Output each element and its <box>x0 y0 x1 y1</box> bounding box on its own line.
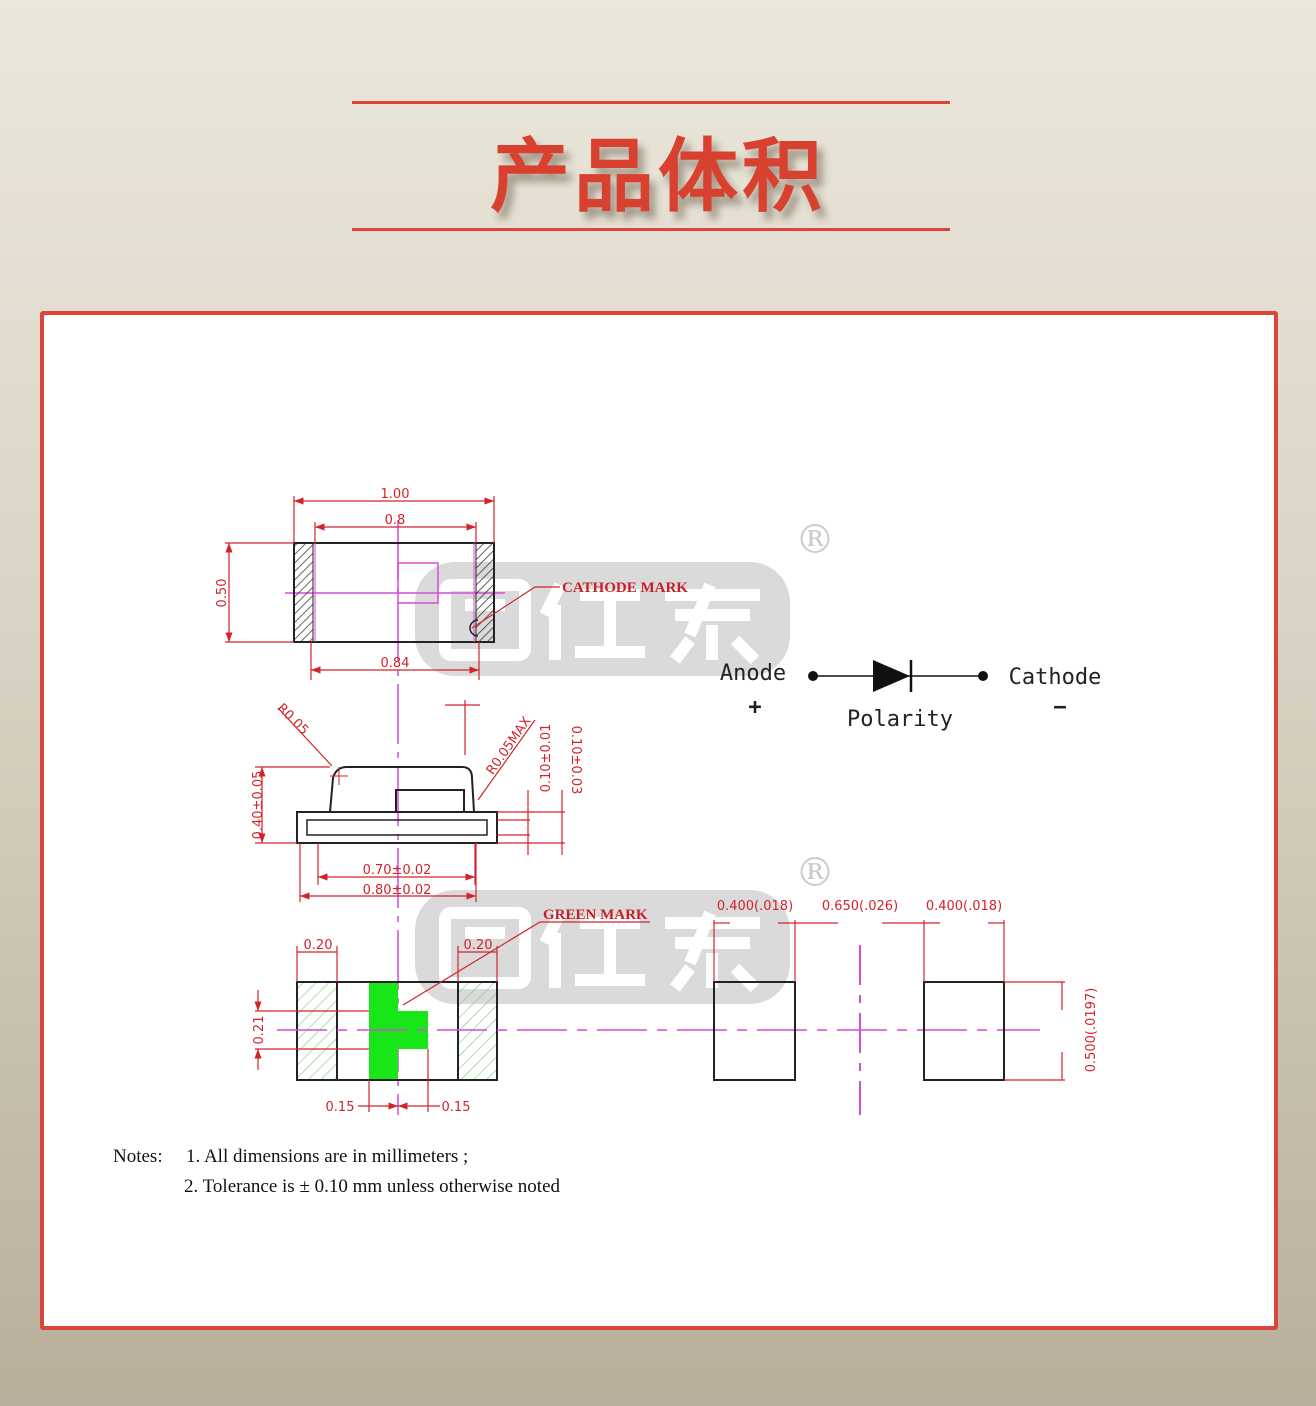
notes-heading: Notes: <box>113 1146 163 1167</box>
terminal-span-label: 0.84 <box>381 656 410 671</box>
anode-label: Anode <box>720 661 786 686</box>
height-label: 0.50 <box>215 579 230 608</box>
minus-sign: − <box>1053 695 1066 720</box>
mark-left-label: 0.15 <box>326 1100 355 1115</box>
inner-length-label: 0.70±0.02 <box>363 863 432 878</box>
polarity-label: Polarity <box>847 707 953 732</box>
cathode-mark-label: CATHODE MARK <box>562 580 688 596</box>
thickness-label: 0.10±0.01 <box>539 724 554 793</box>
cathode-label: Cathode <box>1009 665 1102 690</box>
note-item: 1. All dimensions are in millimeters ; <box>186 1146 468 1167</box>
note-item: 2. Tolerance is ± 0.10 mm unless otherwi… <box>184 1176 561 1197</box>
polarity-diagram: Anode Cathode + Polarity − <box>720 660 1101 732</box>
top-view: 1.00 0.8 0.50 0.84 CATHODE MARK <box>215 487 688 680</box>
registered-mark: ® <box>795 517 835 563</box>
side-height-label: 0.40±0.05 <box>251 771 266 840</box>
watermark-logo <box>415 562 790 676</box>
pad-left-label: 0.20 <box>304 938 333 953</box>
outer-length-label: 0.80±0.02 <box>363 883 432 898</box>
footprint: 0.400(.018) 0.650(.026) 0.400(.018) 0.50… <box>713 899 1099 1115</box>
registered-mark-2: ® <box>795 850 835 896</box>
thickness-label-2: 0.10±0.03 <box>568 726 583 795</box>
pad2-label: 0.400(.018) <box>926 899 1002 914</box>
radius-label: R0.05 <box>274 701 311 738</box>
width-label: 1.00 <box>381 487 410 502</box>
side-view: R0.05 R0.05MAX 0.40±0.05 0.70±0.02 0.80±… <box>251 700 583 902</box>
radius-max-label: R0.05MAX <box>484 714 535 778</box>
mark-height-label: 0.21 <box>252 1016 267 1045</box>
page-title: 产品体积 <box>490 130 826 223</box>
notes: Notes: 1. All dimensions are in millimet… <box>113 1146 561 1197</box>
pad1-label: 0.400(.018) <box>717 899 793 914</box>
drawing-panel <box>40 311 1278 1330</box>
inner-width-label: 0.8 <box>385 513 406 528</box>
diode-icon <box>873 660 910 692</box>
title-rule-top <box>352 101 950 104</box>
plus-sign: + <box>748 695 761 720</box>
green-mark <box>369 982 398 1080</box>
bottom-view: GREEN MARK 0.20 0.20 0.21 0.15 0.15 <box>252 907 1040 1115</box>
mark-right-label: 0.15 <box>442 1100 471 1115</box>
gap-label: 0.650(.026) <box>822 899 898 914</box>
title-rule-bottom <box>352 228 950 231</box>
footprint-height-label: 0.500(.0197) <box>1084 988 1099 1073</box>
watermark-logo-2 <box>415 890 790 1004</box>
pad-right-label: 0.20 <box>464 938 493 953</box>
green-mark-label: GREEN MARK <box>543 907 648 923</box>
